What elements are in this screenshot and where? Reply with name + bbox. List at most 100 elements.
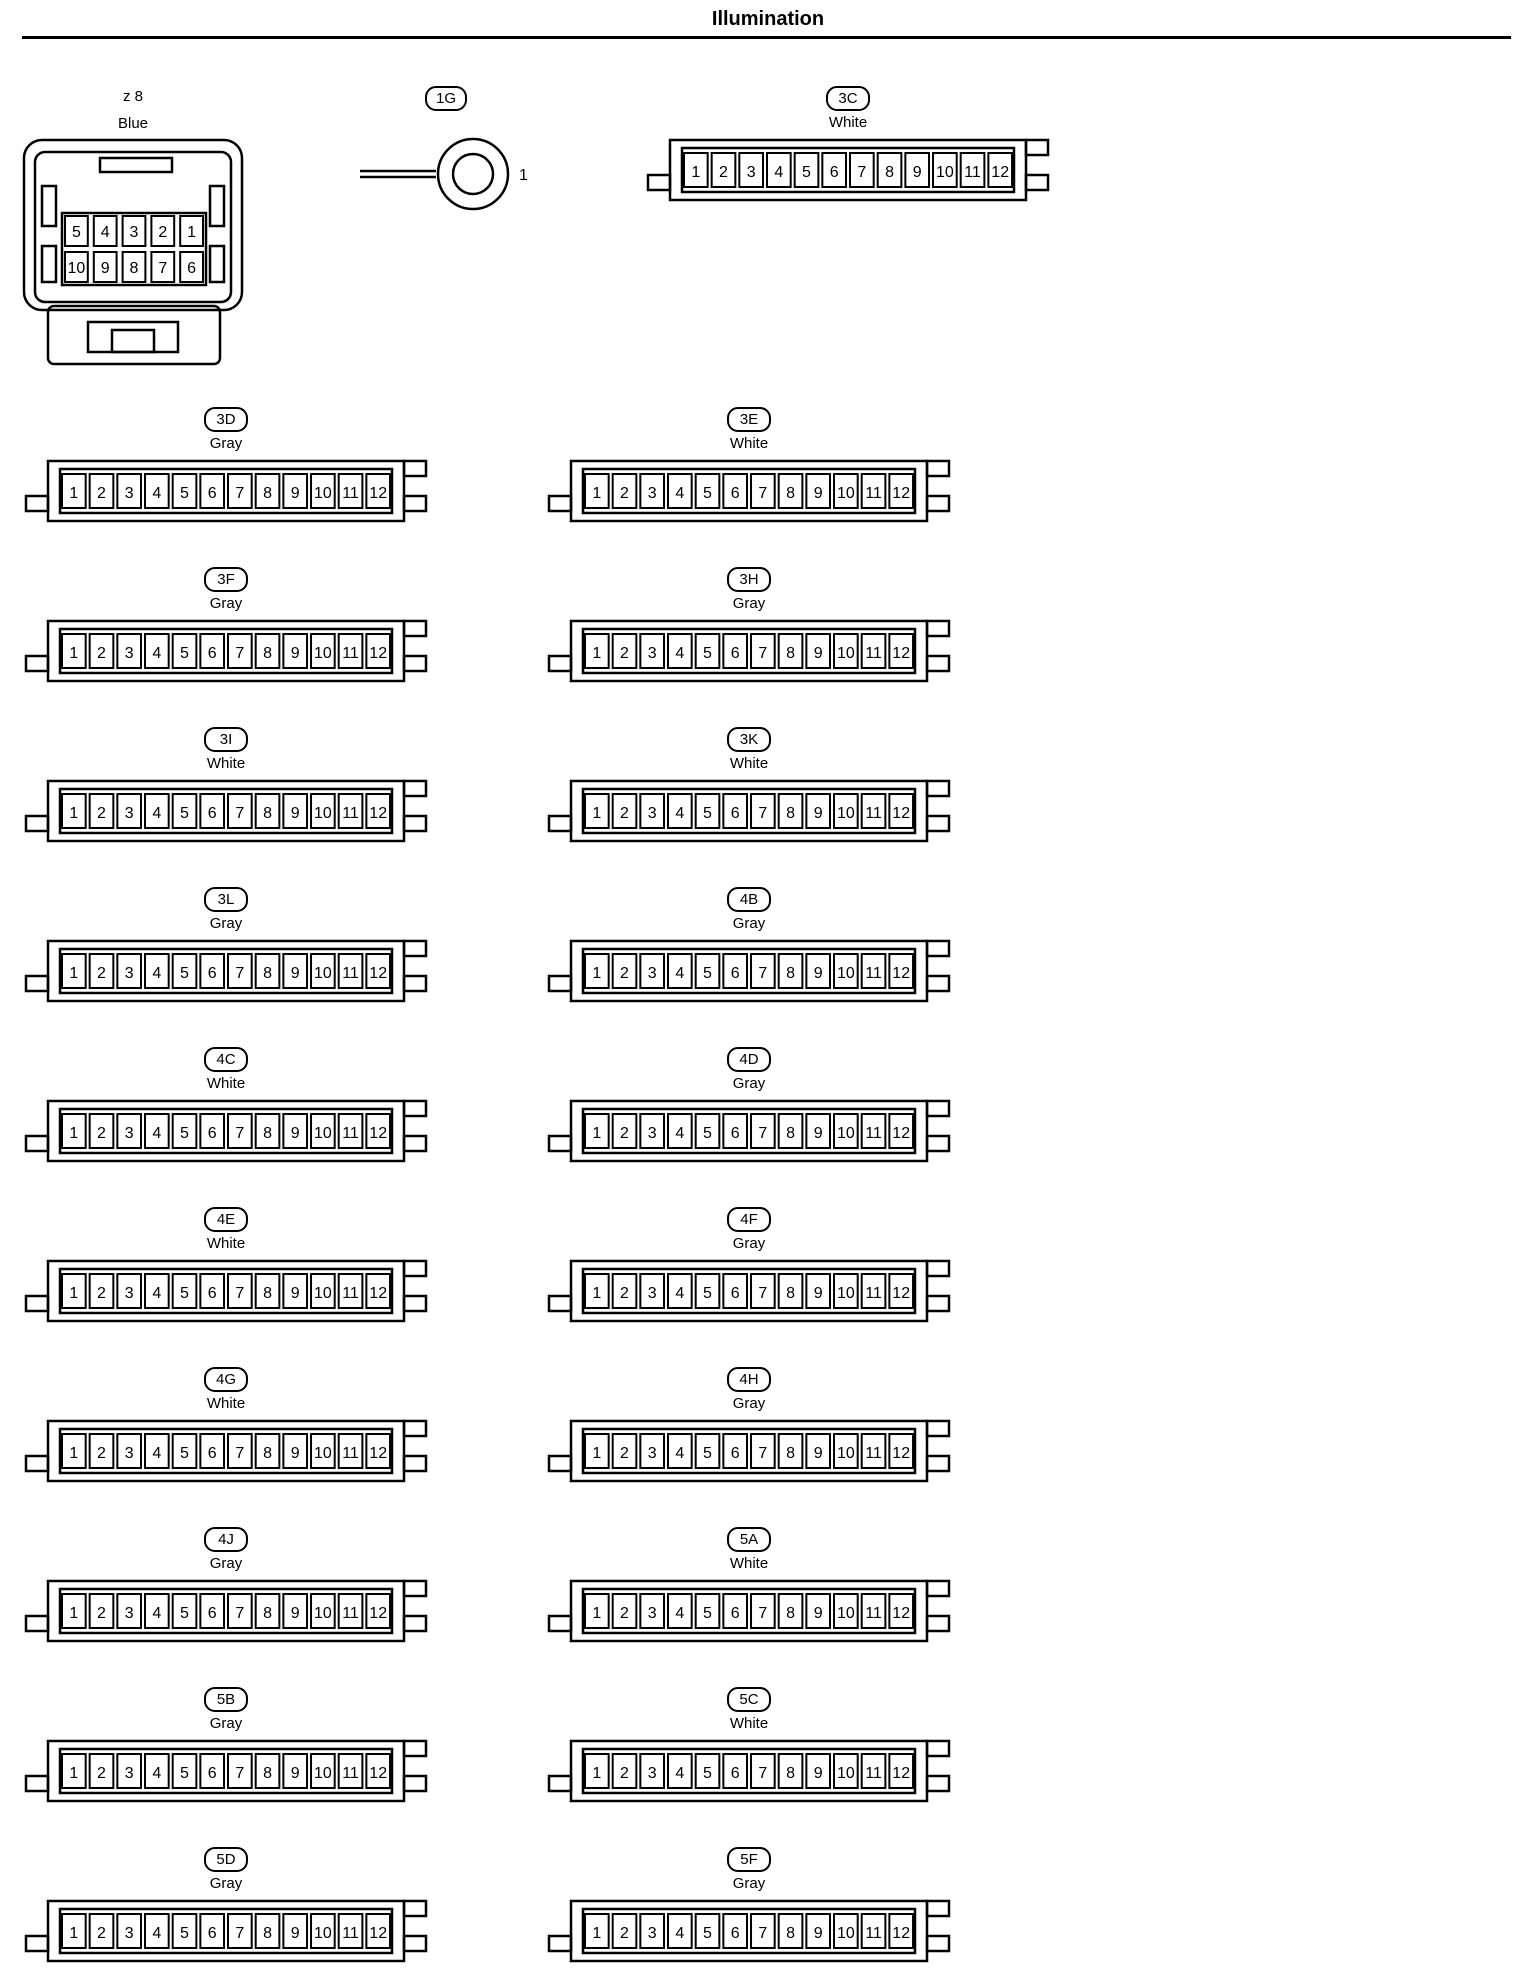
pin-label: 10	[314, 1125, 332, 1142]
pin-label: 4	[675, 1125, 684, 1142]
pin-label: 12	[369, 1125, 387, 1142]
pin-label: 5	[180, 1765, 189, 1782]
pin-label: 11	[865, 1445, 882, 1462]
pin-label: 4	[152, 1605, 161, 1622]
connector-id-badge: 3K	[727, 727, 771, 752]
pin-label: 2	[620, 1285, 629, 1302]
pin-label: 10	[314, 1605, 332, 1622]
pin-label: 7	[235, 805, 244, 822]
connector-color-label: White	[729, 755, 769, 772]
pin-label: 3	[648, 1605, 657, 1622]
connector-id-badge: 3C	[826, 86, 870, 111]
pin-label: 6	[731, 1925, 740, 1942]
pin-label: 2	[620, 1765, 629, 1782]
pin-label: 5	[703, 1765, 712, 1782]
pin-label: 11	[342, 1285, 359, 1302]
pin-label: 9	[291, 1925, 300, 1942]
connector-color-label: Gray	[209, 435, 243, 452]
pin-label: 5	[703, 1925, 712, 1942]
pin-label: 1	[691, 164, 700, 181]
pin-label: 2	[620, 485, 629, 502]
pin-label: 6	[208, 1285, 217, 1302]
connector-color-label: Gray	[209, 1875, 243, 1892]
connector-id-badge: 4H	[727, 1367, 771, 1392]
pin-label: 12	[369, 645, 387, 662]
connector-z8-color: Blue	[117, 115, 149, 132]
pin-label: 9	[291, 1125, 300, 1142]
pin-label: 6	[731, 1445, 740, 1462]
pin-label: 2	[97, 1605, 106, 1622]
pin-label: 3	[648, 1285, 657, 1302]
pin-label: 8	[786, 1285, 795, 1302]
pin-label: 11	[865, 1765, 882, 1782]
pin-label: 7	[235, 1445, 244, 1462]
connector-id-badge: 3I	[204, 727, 248, 752]
pin-label: 11	[342, 1605, 359, 1622]
pin-label: 8	[263, 965, 272, 982]
title-rule	[22, 36, 1511, 39]
pin-label: 4	[675, 645, 684, 662]
pin-label: 6	[731, 485, 740, 502]
pin-label: 5	[703, 485, 712, 502]
connector-color-label: White	[206, 755, 246, 772]
pin-label: 2	[620, 1125, 629, 1142]
pin-label: 11	[342, 1925, 359, 1942]
pin-label: 4	[774, 164, 783, 181]
pin-label: 12	[892, 965, 910, 982]
pin-label: 2	[97, 1285, 106, 1302]
z8-pin-label: 1	[187, 224, 196, 241]
connector-color-label: Gray	[209, 1555, 243, 1572]
z8-pin-label: 5	[72, 224, 81, 241]
pin-label: 9	[291, 965, 300, 982]
pin-label: 6	[208, 805, 217, 822]
pin-label: 9	[291, 1285, 300, 1302]
pin-label: 1	[592, 805, 601, 822]
pin-label: 6	[208, 645, 217, 662]
connector-id-badge: 5C	[727, 1687, 771, 1712]
pin-label: 5	[703, 645, 712, 662]
pin-label: 1	[69, 645, 78, 662]
pin-label: 1	[69, 1925, 78, 1942]
pin-label: 3	[125, 1125, 134, 1142]
connector-color-label: Gray	[209, 595, 243, 612]
pin-label: 11	[865, 485, 882, 502]
pin-label: 12	[892, 1125, 910, 1142]
pin-label: 1	[69, 485, 78, 502]
pin-label: 9	[814, 1605, 823, 1622]
pin-label: 6	[731, 1125, 740, 1142]
pin-label: 12	[369, 1445, 387, 1462]
connector-id-badge: 3E	[727, 407, 771, 432]
pin-label: 3	[648, 645, 657, 662]
pin-label: 4	[675, 965, 684, 982]
pin-label: 3	[648, 1125, 657, 1142]
pin-label: 5	[703, 1445, 712, 1462]
pin-label: 10	[837, 965, 855, 982]
pin-label: 11	[342, 645, 359, 662]
connector-color-label: Gray	[732, 1075, 766, 1092]
pin-label: 5	[703, 805, 712, 822]
pin-label: 1	[69, 965, 78, 982]
pin-label: 4	[675, 1605, 684, 1622]
pin-label: 2	[620, 965, 629, 982]
pin-label: 4	[675, 485, 684, 502]
connector-id-badge: 4J	[204, 1527, 248, 1552]
pin-label: 7	[235, 1765, 244, 1782]
pin-label: 9	[814, 645, 823, 662]
pin-label: 12	[369, 1605, 387, 1622]
pin-label: 6	[731, 1285, 740, 1302]
pin-label: 9	[814, 485, 823, 502]
z8-pin-label: 9	[101, 260, 110, 277]
pin-label: 7	[758, 485, 767, 502]
pin-label: 9	[814, 1445, 823, 1462]
pin-label: 5	[703, 1285, 712, 1302]
pin-label: 1	[69, 805, 78, 822]
page-title: Illumination	[711, 8, 825, 30]
pin-label: 9	[814, 1765, 823, 1782]
pin-label: 6	[208, 1445, 217, 1462]
pin-label: 4	[152, 965, 161, 982]
connector-id-badge: 4E	[204, 1207, 248, 1232]
pin-label: 8	[786, 1605, 795, 1622]
pin-label: 9	[814, 965, 823, 982]
z8-pin-label: 8	[130, 260, 139, 277]
pin-label: 6	[731, 1605, 740, 1622]
